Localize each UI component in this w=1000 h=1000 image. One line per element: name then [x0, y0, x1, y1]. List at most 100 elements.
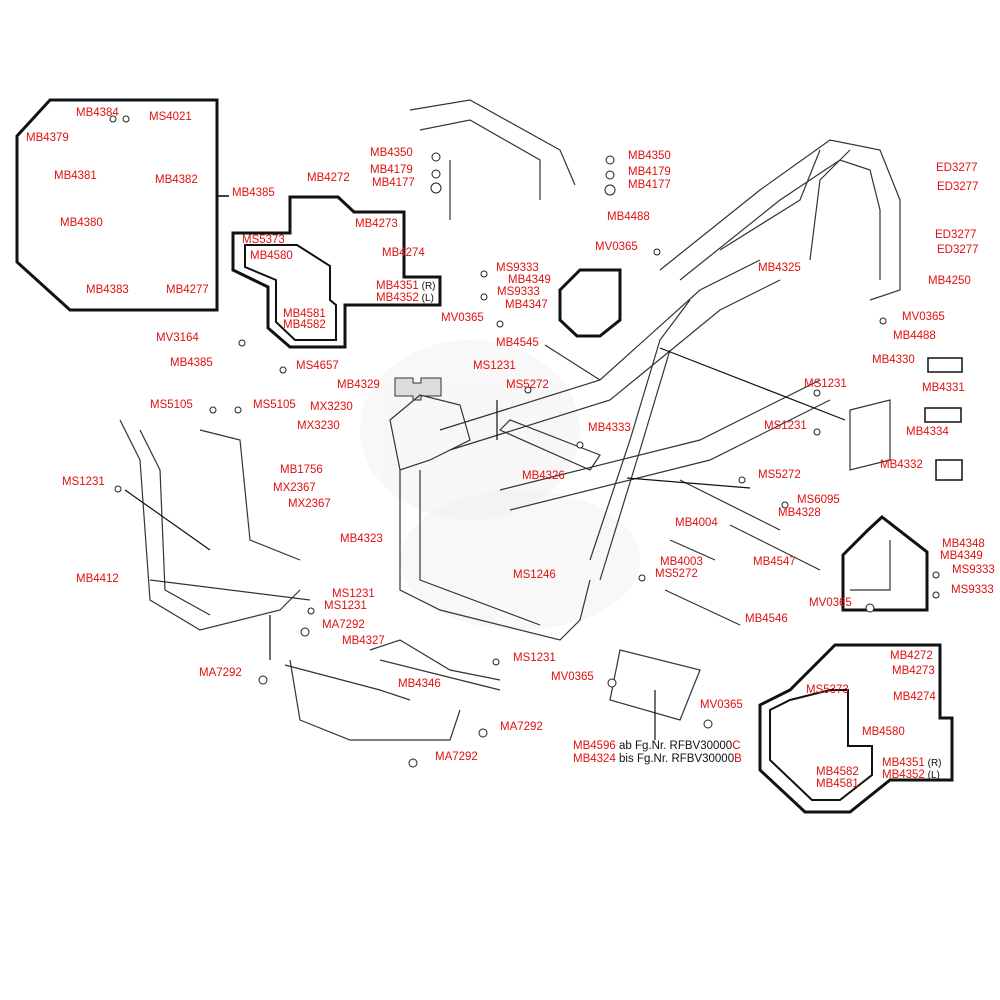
- part-label: MB4348: [942, 538, 985, 550]
- part-label: MB4003: [660, 556, 703, 568]
- part-label: MB4330: [872, 354, 915, 366]
- group-box-footrest-right: [758, 643, 954, 814]
- part-label: MB4272: [307, 172, 350, 184]
- serial-note-prefix: Fg.Nr. RFBV30000: [635, 740, 733, 752]
- part-label: MB4327: [342, 635, 385, 647]
- serial-note: MB4596 ab Fg.Nr. RFBV30000C: [573, 740, 741, 753]
- part-label: MS4021: [149, 111, 192, 123]
- part-label: MB4385: [232, 187, 275, 199]
- part-label: MB4381: [54, 170, 97, 182]
- part-label: MB4274: [382, 247, 425, 259]
- part-label: MS5105: [150, 399, 193, 411]
- part-label: MB4179: [628, 166, 671, 178]
- part-label: MS5373: [242, 234, 285, 246]
- part-label: MB4329: [337, 379, 380, 391]
- part-label: MS1231: [513, 652, 556, 664]
- serial-note-word: ab: [615, 740, 636, 752]
- part-label: MB4580: [250, 250, 293, 262]
- part-label: MB4384: [76, 107, 119, 119]
- part-label: MV0365: [902, 311, 945, 323]
- part-label: MB4250: [928, 275, 971, 287]
- part-label: MV0365: [809, 597, 852, 609]
- part-number: MB4351: [376, 280, 419, 292]
- side-suffix: (L): [924, 770, 940, 781]
- part-label: MB4380: [60, 217, 103, 229]
- part-label: MS5272: [758, 469, 801, 481]
- part-label: MB4580: [862, 726, 905, 738]
- part-label: MB4325: [758, 262, 801, 274]
- part-label: MB4379: [26, 132, 69, 144]
- part-label: MB4273: [892, 665, 935, 677]
- serial-note-letter: B: [734, 753, 742, 765]
- serial-note-part: MB4596: [573, 740, 616, 752]
- part-label: MB4382: [155, 174, 198, 186]
- part-label: MB4488: [893, 330, 936, 342]
- part-label: MB4272: [890, 650, 933, 662]
- part-label-sided: MB4351 (R): [882, 757, 942, 770]
- part-label: MS1231: [62, 476, 105, 488]
- part-label: MV0365: [551, 671, 594, 683]
- part-label: MB4177: [628, 179, 671, 191]
- part-label: MB4326: [522, 470, 565, 482]
- side-suffix: (R): [418, 281, 436, 292]
- serial-note-letter: C: [732, 740, 741, 752]
- part-label: MS1231: [324, 600, 367, 612]
- part-label: MS1246: [513, 569, 556, 581]
- part-label: MX3230: [310, 401, 353, 413]
- part-label: MB4274: [893, 691, 936, 703]
- part-label: MB4332: [880, 459, 923, 471]
- part-label: MS6095: [797, 494, 840, 506]
- part-label: MB4347: [505, 299, 548, 311]
- part-label: MB4277: [166, 284, 209, 296]
- part-label: MB4350: [628, 150, 671, 162]
- part-label: MB4346: [398, 678, 441, 690]
- part-label: MS1231: [764, 420, 807, 432]
- part-label-sided: MB4352 (L): [376, 292, 434, 305]
- part-label-sided: MB4352 (L): [882, 769, 940, 782]
- part-label: MB4581: [283, 308, 326, 320]
- part-label: MB4328: [778, 507, 821, 519]
- arrow-lines: [124, 347, 846, 740]
- serial-note-part: MB4324: [573, 753, 616, 765]
- part-label: MV3164: [156, 332, 199, 344]
- part-label: MS9333: [497, 286, 540, 298]
- part-label: MS1231: [473, 360, 516, 372]
- part-label: MB4547: [753, 556, 796, 568]
- part-label: MB4488: [607, 211, 650, 223]
- group-box-bracket-lower: [841, 515, 929, 612]
- box-mb4331: [924, 407, 962, 423]
- part-label: MB4412: [76, 573, 119, 585]
- group-box-bracket-upper: [558, 268, 622, 338]
- part-label: MB4177: [372, 177, 415, 189]
- fasteners: [109, 115, 940, 768]
- part-label: MX3230: [297, 420, 340, 432]
- part-label: MB1756: [280, 464, 323, 476]
- part-label: MS9333: [952, 564, 995, 576]
- group-box-footrest-left: [231, 195, 442, 349]
- part-label: MB4383: [86, 284, 129, 296]
- part-mb4329: [394, 377, 442, 401]
- part-label: MB4582: [283, 319, 326, 331]
- part-label: MS5272: [655, 568, 698, 580]
- part-label: MB4179: [370, 164, 413, 176]
- part-label: MX2367: [288, 498, 331, 510]
- serial-note-word: bis: [615, 753, 637, 765]
- part-label: ED3277: [937, 244, 979, 256]
- part-label: MB4546: [745, 613, 788, 625]
- part-label: MB4004: [675, 517, 718, 529]
- group-box-seat-lock: [15, 98, 219, 312]
- part-label: MA7292: [435, 751, 478, 763]
- part-label: MV0365: [441, 312, 484, 324]
- part-label: MS5373: [806, 684, 849, 696]
- main-frame: [119, 99, 901, 741]
- part-label: MA7292: [199, 667, 242, 679]
- part-number: MB4351: [882, 757, 925, 769]
- box-mb4330: [927, 357, 963, 373]
- part-label: MX2367: [273, 482, 316, 494]
- part-label: MB4349: [508, 274, 551, 286]
- side-suffix: (L): [418, 293, 434, 304]
- part-label: MB4334: [906, 426, 949, 438]
- part-label: MS5272: [506, 379, 549, 391]
- part-label: MB4349: [940, 550, 983, 562]
- part-label: MB4545: [496, 337, 539, 349]
